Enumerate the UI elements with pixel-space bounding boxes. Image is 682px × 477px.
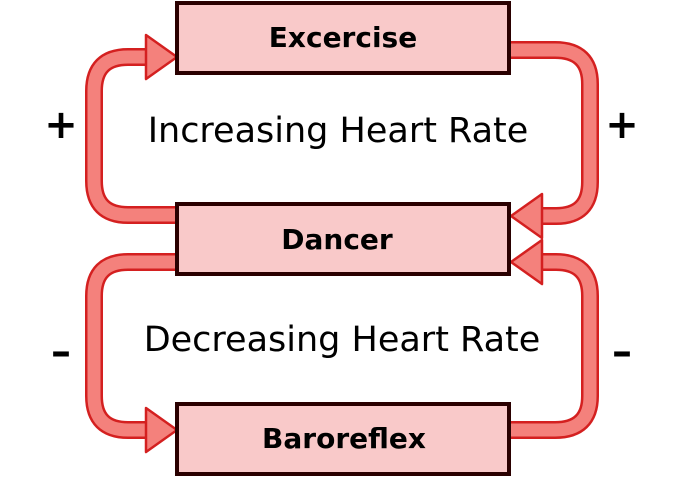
upper-left-sign: +	[44, 102, 78, 148]
node-baroreflex-label: Baroreflex	[262, 422, 426, 455]
node-dancer: Dancer	[175, 202, 511, 276]
node-excercise-label: Excercise	[269, 21, 417, 54]
lower-right-sign: –	[612, 329, 632, 375]
arrow-dancer-to-baroreflex	[85, 253, 179, 454]
lower-left-sign: –	[51, 329, 71, 375]
lower-loop-label: Decreasing Heart Rate	[144, 320, 541, 360]
arrow-baroreflex-to-dancer	[509, 238, 599, 439]
node-dancer-label: Dancer	[281, 223, 393, 256]
upper-loop-label: Increasing Heart Rate	[148, 111, 529, 151]
arrow-dancer-to-exercise	[85, 33, 179, 224]
arrow-exercise-to-dancer	[509, 41, 599, 240]
upper-right-sign: +	[605, 102, 639, 148]
node-baroreflex: Baroreflex	[175, 402, 511, 476]
node-excercise: Excercise	[175, 1, 511, 75]
